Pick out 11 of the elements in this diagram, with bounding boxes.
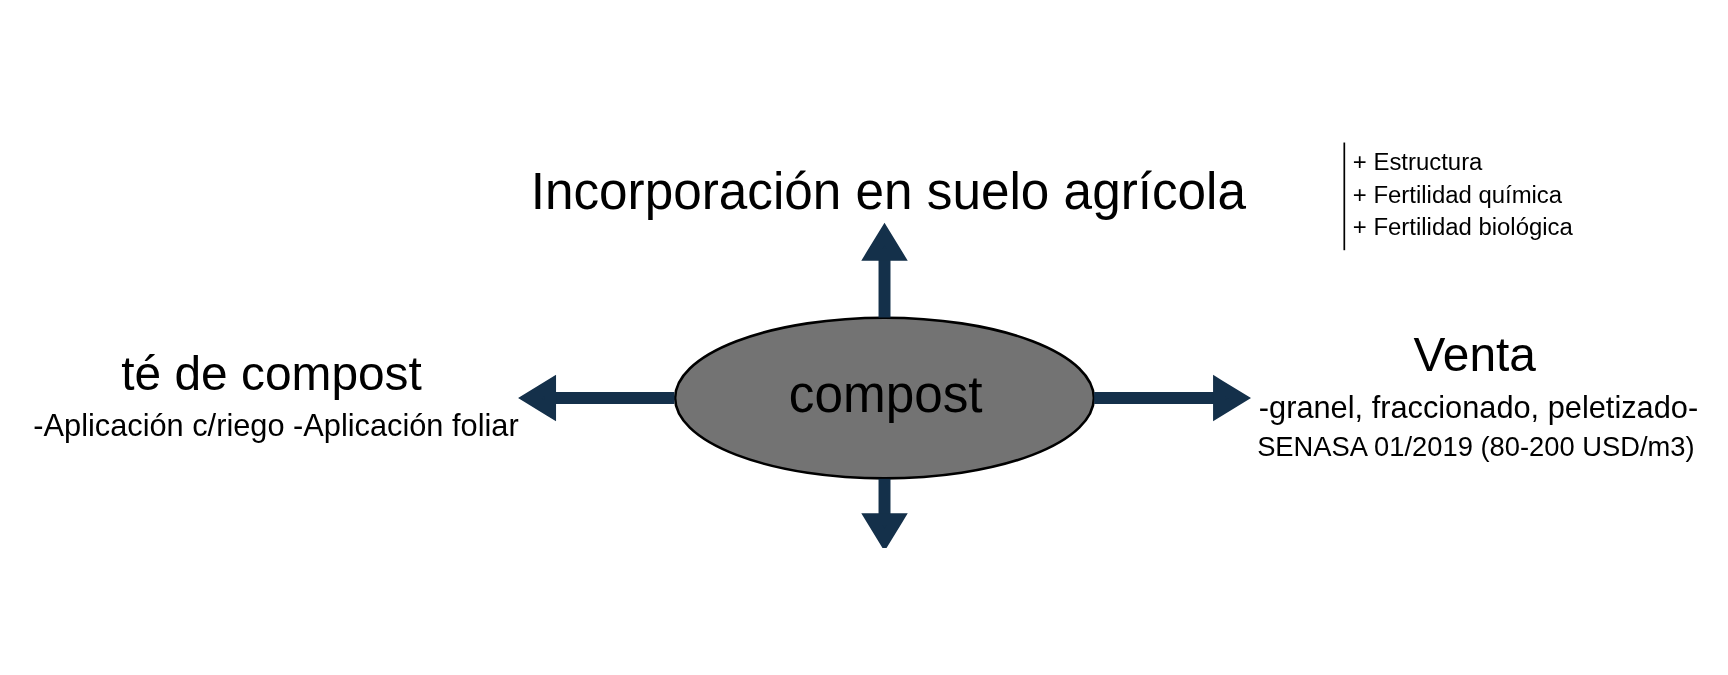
node-text: Incorporación en suelo agrícola: [530, 162, 1247, 220]
node-label: + Estructura: [1352, 147, 1483, 175]
node-label: + Fertilidad biológica: [1352, 212, 1573, 240]
node-text: té de compost -Aplicación c/riego -Aplicación foliar: [33, 346, 519, 443]
node-ellipse: compost: [673, 315, 1096, 480]
node-text: Venta -granel, fraccionado, peletizado- SENASA 01/2019 (80-200 USD/m3): [1257, 327, 1699, 462]
node-label: + Fertilidad química: [1352, 180, 1563, 208]
arrow: [1094, 374, 1251, 421]
arrow: [861, 478, 908, 548]
arrow: [861, 222, 908, 317]
arrow: [518, 374, 675, 421]
